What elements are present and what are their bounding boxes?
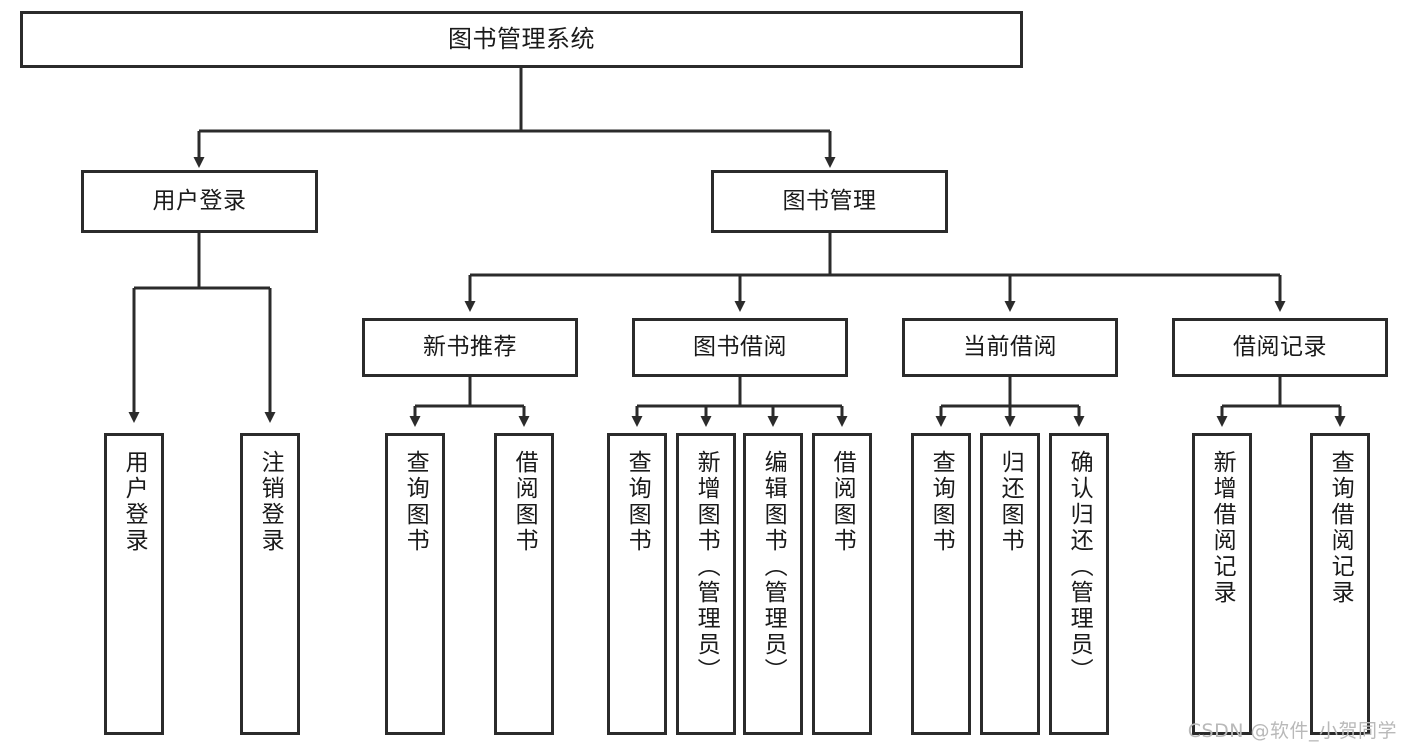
- leaf-recommend-query-book[interactable]: 查询图书: [385, 433, 445, 735]
- leaf-borrow-add-book-admin[interactable]: 新增图书（管理员）: [676, 433, 736, 735]
- leaf-recommend-borrow-book[interactable]: 借阅图书: [494, 433, 554, 735]
- node-user-login[interactable]: 用户登录: [81, 170, 318, 233]
- leaf-user-login-login[interactable]: 用户登录: [104, 433, 164, 735]
- node-book-borrow[interactable]: 图书借阅: [632, 318, 848, 377]
- node-label: 当前借阅: [963, 333, 1057, 360]
- node-label: 新增图书（管理员）: [693, 450, 720, 684]
- node-label: 用户登录: [152, 187, 247, 214]
- leaf-record-query-record[interactable]: 查询借阅记录: [1310, 433, 1370, 735]
- leaf-current-query-book[interactable]: 查询图书: [911, 433, 971, 735]
- node-borrow-record[interactable]: 借阅记录: [1172, 318, 1388, 377]
- node-root-system[interactable]: 图书管理系统: [20, 11, 1023, 68]
- leaf-current-confirm-return-admin[interactable]: 确认归还（管理员）: [1049, 433, 1109, 735]
- leaf-record-add-record[interactable]: 新增借阅记录: [1192, 433, 1252, 735]
- node-label: 查询图书: [402, 450, 429, 554]
- node-label: 查询借阅记录: [1327, 450, 1354, 606]
- node-label: 图书借阅: [693, 333, 787, 360]
- node-label: 注销登录: [257, 450, 284, 554]
- node-label: 新增借阅记录: [1209, 450, 1236, 606]
- node-label: 借阅图书: [829, 450, 856, 554]
- node-current-borrow[interactable]: 当前借阅: [902, 318, 1118, 377]
- node-label: 借阅记录: [1233, 333, 1327, 360]
- node-label: 图书管理系统: [448, 25, 595, 54]
- node-label: 查询图书: [624, 450, 651, 554]
- node-label: 编辑图书（管理员）: [760, 450, 787, 684]
- node-label: 图书管理: [782, 187, 877, 214]
- node-label: 新书推荐: [423, 333, 517, 360]
- node-book-management[interactable]: 图书管理: [711, 170, 948, 233]
- node-label: 归还图书: [997, 450, 1024, 554]
- node-label: 查询图书: [928, 450, 955, 554]
- leaf-user-login-logout[interactable]: 注销登录: [240, 433, 300, 735]
- leaf-borrow-borrow-book[interactable]: 借阅图书: [812, 433, 872, 735]
- leaf-current-return-book[interactable]: 归还图书: [980, 433, 1040, 735]
- node-new-book-recommend[interactable]: 新书推荐: [362, 318, 578, 377]
- node-label: 借阅图书: [511, 450, 538, 554]
- leaf-borrow-edit-book-admin[interactable]: 编辑图书（管理员）: [743, 433, 803, 735]
- watermark-text: CSDN @软件_小贺同学: [1187, 720, 1397, 742]
- node-label: 确认归还（管理员）: [1066, 450, 1093, 684]
- leaf-borrow-query-book[interactable]: 查询图书: [607, 433, 667, 735]
- node-label: 用户登录: [121, 450, 148, 554]
